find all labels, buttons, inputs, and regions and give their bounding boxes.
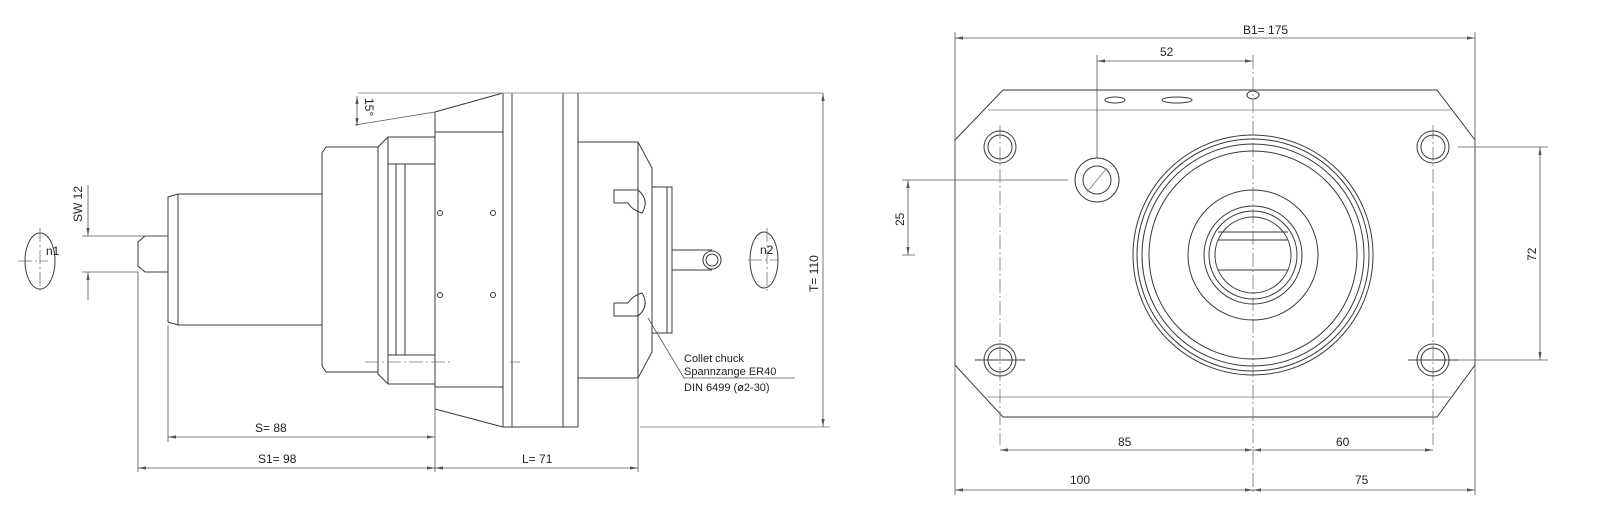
n2-label: n2 [760, 243, 774, 257]
bolt-hole [1408, 343, 1458, 377]
dim-25-label: 25 [893, 212, 907, 226]
sw-dimension-label: SW 12 [71, 186, 85, 222]
dim-100-label: 100 [1070, 473, 1090, 487]
note-spannzange: Spannzange ER40 [684, 366, 776, 378]
collar [321, 146, 379, 373]
front-view: B1= 175 52 25 72 85 60 100 75 [893, 23, 1548, 495]
tool-shaft [672, 249, 712, 271]
dim-72-label: 72 [1525, 247, 1539, 261]
dim-85-label: 85 [1118, 435, 1132, 449]
s1-dimension-label: S1= 98 [258, 452, 297, 466]
bolt-hole [1416, 130, 1450, 164]
angle-label: 15° [362, 98, 376, 116]
dim-60-label: 60 [1336, 435, 1350, 449]
b1-dimension-label: B1= 175 [1243, 23, 1288, 37]
note-collet-chuck: Collet chuck [684, 353, 744, 365]
s-dimension-label: S= 88 [255, 421, 287, 435]
t-dimension-label: T= 110 [807, 255, 821, 292]
housing [434, 92, 504, 428]
l-dimension-label: L= 71 [522, 452, 553, 466]
note-din: DIN 6499 (ø2-30) [684, 382, 770, 394]
bolt-hole [975, 343, 1025, 377]
n1-label: n1 [46, 244, 60, 258]
flange [502, 92, 579, 428]
collet-chuck [577, 141, 653, 379]
dim-52-label: 52 [1160, 45, 1174, 59]
coolant-port [1074, 157, 1120, 203]
spindle [1132, 134, 1374, 376]
rotation-n2-icon [748, 228, 779, 292]
drive-tang [137, 235, 168, 273]
clamp-nut [377, 136, 436, 385]
rotation-n1-icon [18, 228, 56, 294]
side-view: n1 n2 SW 12 15° T= 110 S= 88 S1= 98 L= 7… [18, 92, 830, 472]
collet-nut [652, 186, 673, 334]
bolt-hole [983, 130, 1017, 164]
shank [167, 193, 323, 326]
dim-75-label: 75 [1355, 473, 1369, 487]
